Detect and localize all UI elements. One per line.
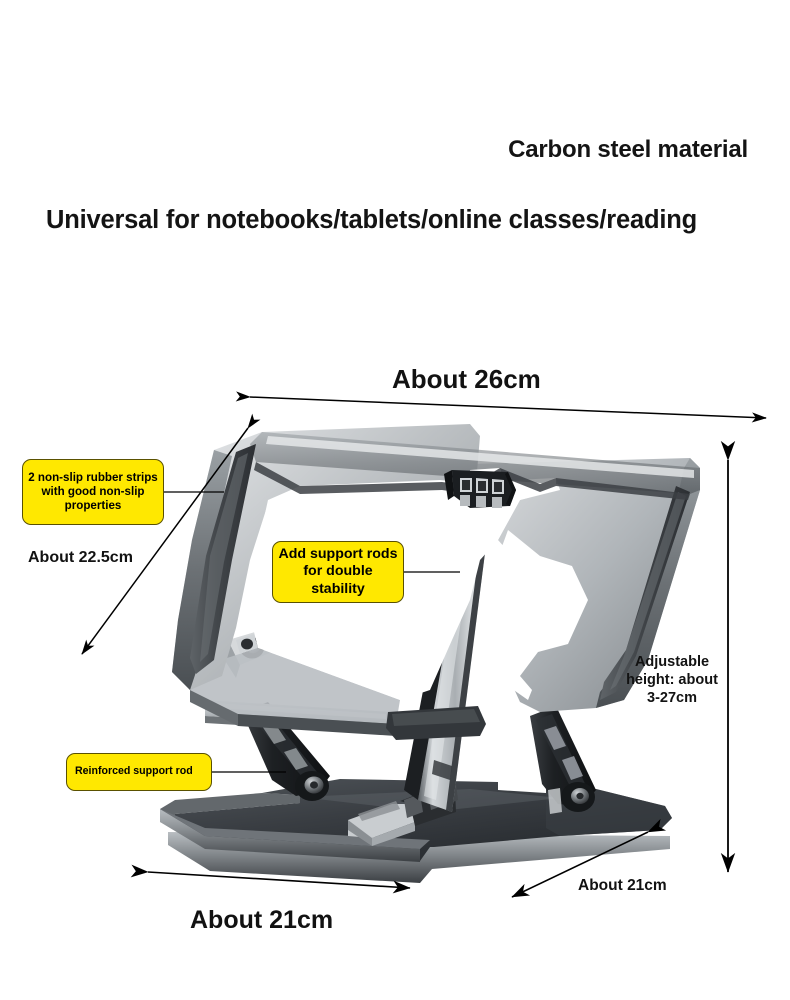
headline-material: Carbon steel material: [508, 136, 748, 163]
height-line-3: 3-27cm: [647, 690, 697, 707]
dimension-label-base-side: About 21cm: [578, 877, 667, 894]
right-support-arm: [530, 706, 596, 814]
callout-non-slip-rubber: 2 non-slip rubber strips with good non-s…: [22, 459, 164, 525]
callout-reinforced-rod-text: Reinforced support rod: [75, 765, 193, 778]
dimension-label-height: Adjustable height: about 3-27cm: [622, 653, 722, 707]
callout-non-slip-rubber-text: 2 non-slip rubber strips with good non-s…: [28, 470, 158, 513]
callout-reinforced-rod: Reinforced support rod: [66, 753, 212, 791]
height-line-1: Adjustable: [634, 654, 710, 670]
lower-frame-wedge: [190, 648, 400, 736]
center-rubber-pad: [386, 706, 486, 740]
ratchet-head: [444, 470, 516, 508]
headline-universal: Universal for notebooks/tablets/online c…: [46, 206, 697, 234]
dimension-label-base-front: About 21cm: [190, 906, 334, 934]
height-line-2: height: about: [626, 672, 718, 689]
dimension-label-depth: About 22.5cm: [28, 549, 133, 566]
dimension-label-width: About 26cm: [392, 364, 541, 394]
callout-support-rods-text: Add support rods for double stability: [278, 546, 398, 597]
callout-support-rods: Add support rods for double stability: [272, 541, 404, 603]
